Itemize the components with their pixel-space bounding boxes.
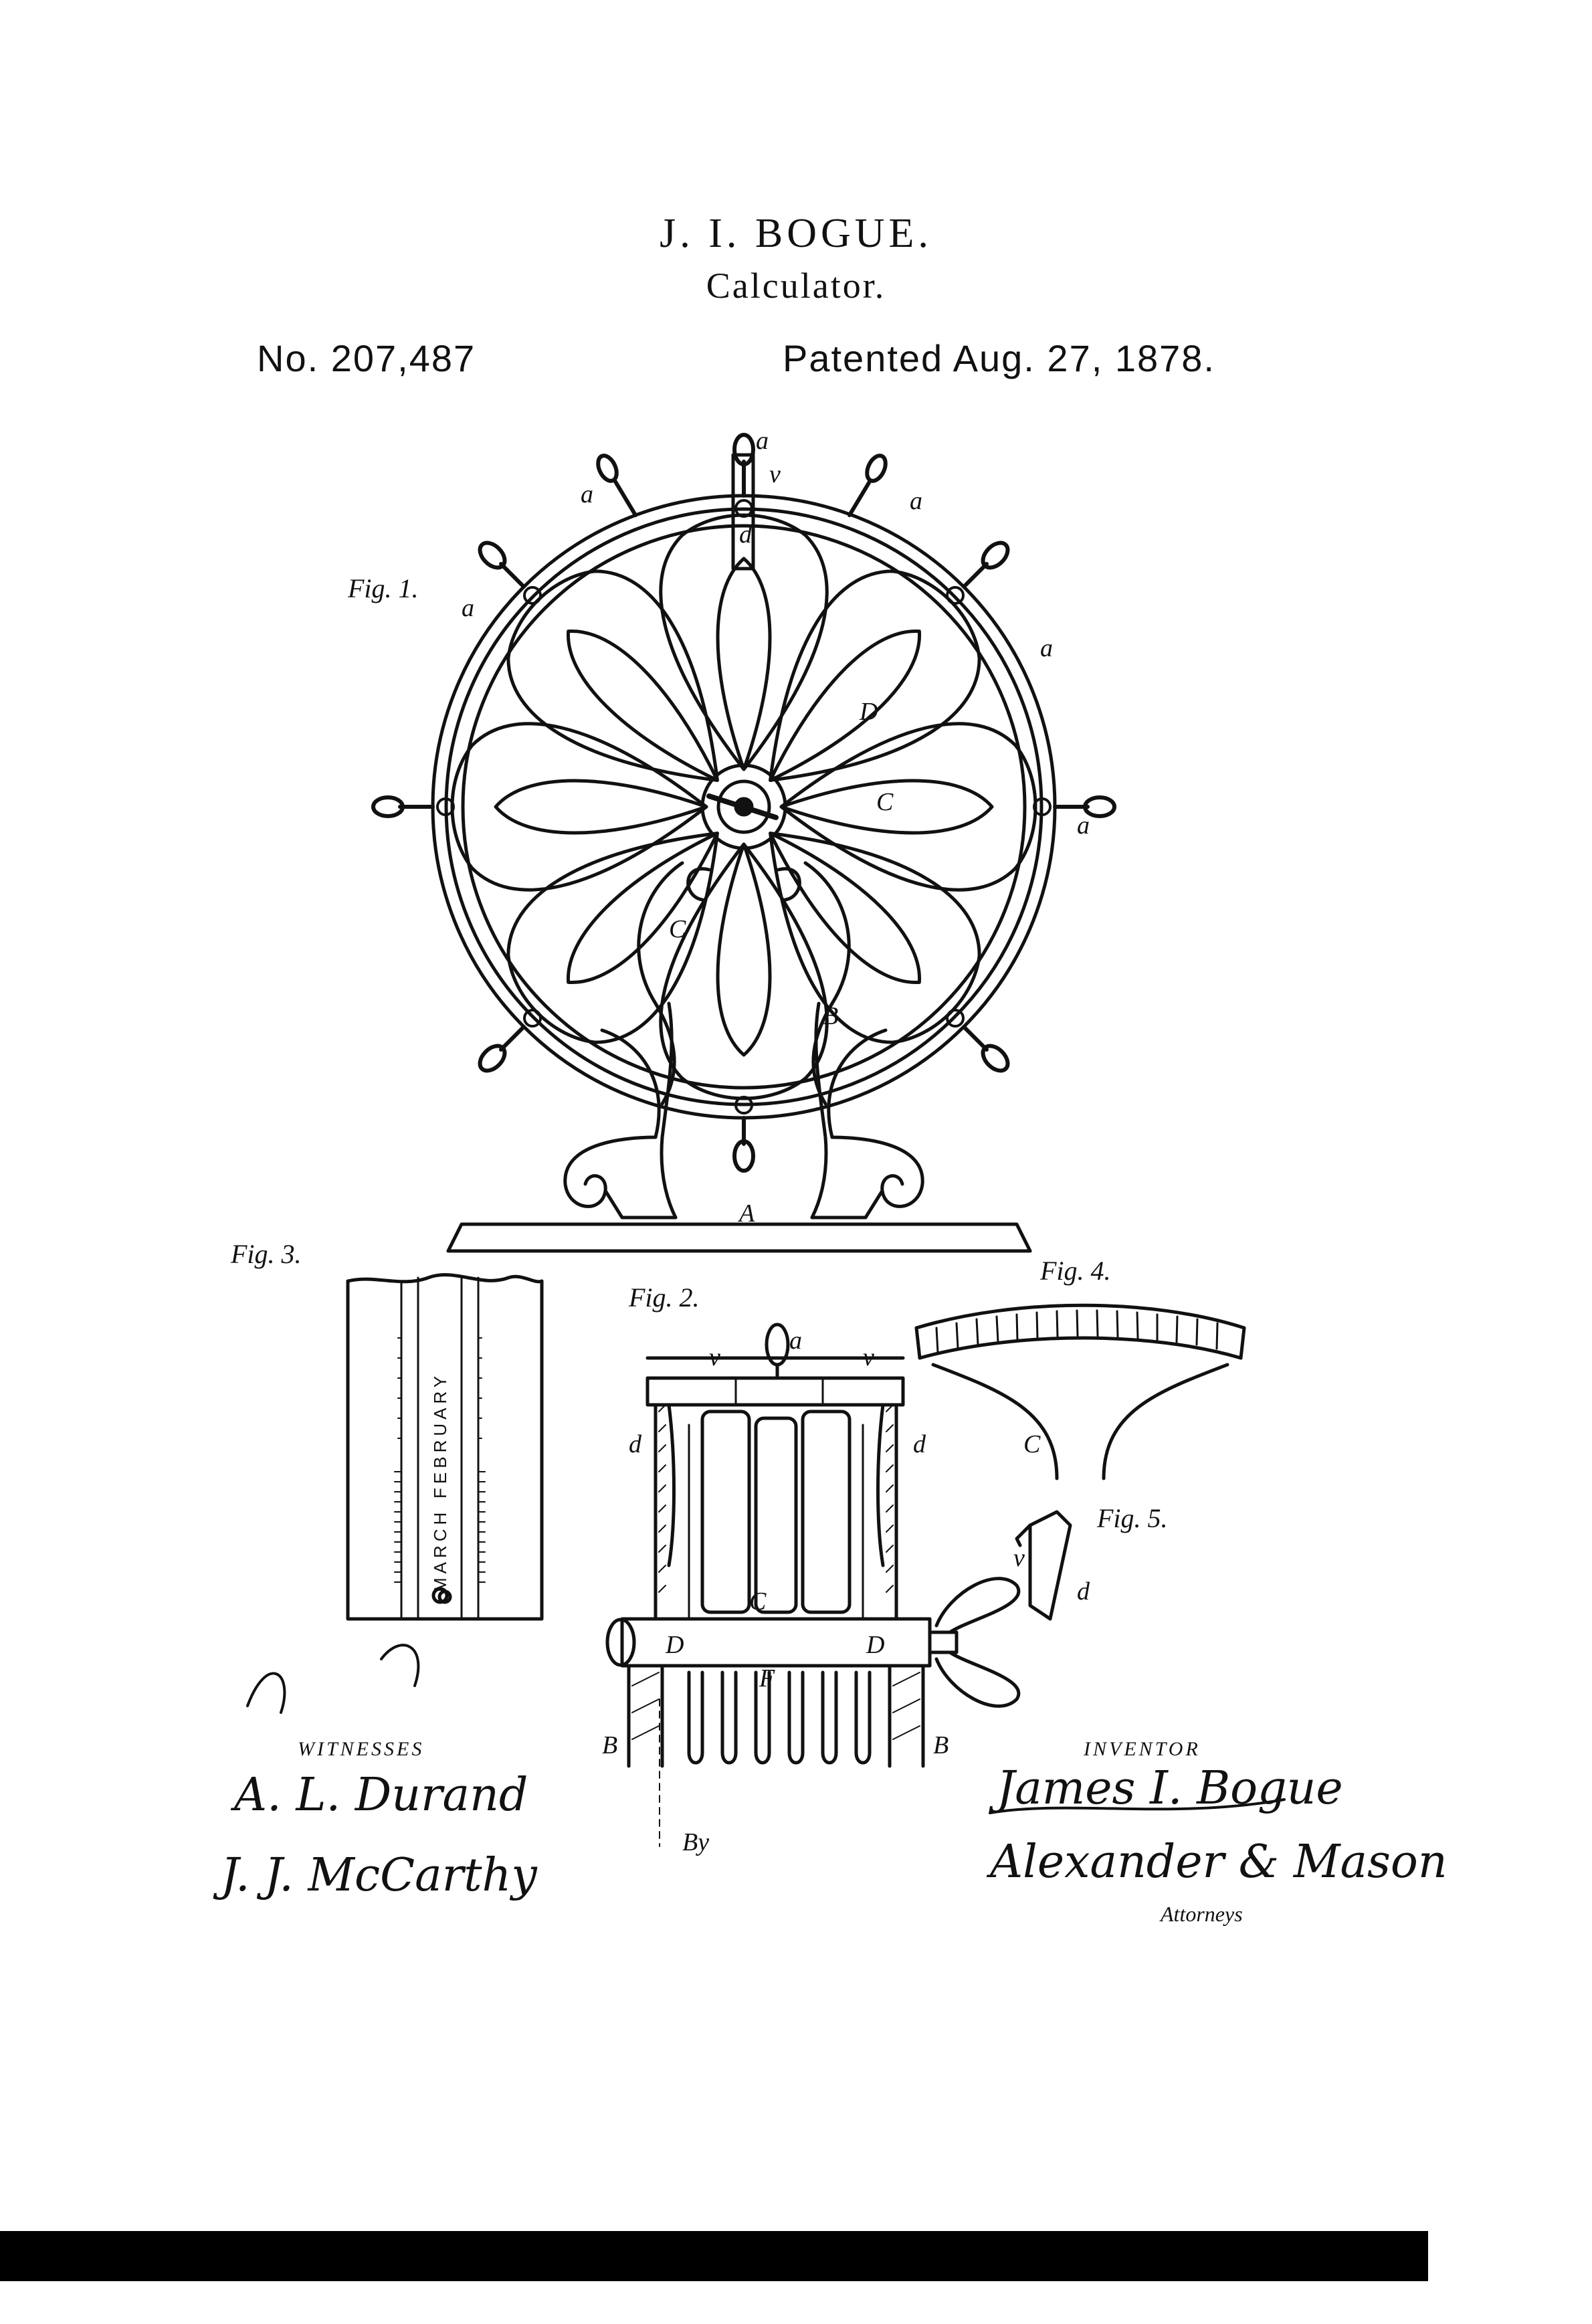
witness-signature-1: A. L. Durand: [234, 1769, 528, 1822]
ref-B-fig1: B: [823, 1002, 839, 1030]
ref-a-fig2: a: [789, 1327, 802, 1355]
fig2-label: Fig. 2.: [629, 1282, 700, 1313]
patent-date: Patented Aug. 27, 1878.: [783, 337, 1215, 379]
ref-B-fig2-left: B: [602, 1731, 618, 1759]
ref-a-far-right: a: [1077, 811, 1090, 840]
ref-C-stand: C: [669, 915, 686, 943]
ref-a-upper-left: a: [581, 480, 593, 508]
fig4-label: Fig. 4.: [1040, 1256, 1111, 1286]
inventor-name: J. I. BOGUE.: [660, 211, 932, 256]
inventor-signature: James I. Bogue: [997, 1762, 1343, 1815]
attorneys-label: Attorneys: [1161, 1902, 1243, 1926]
ref-C-fig2: C: [749, 1587, 767, 1616]
fig3-strip-drawing: [346, 1273, 544, 1621]
ref-v-fig1: v: [769, 460, 781, 488]
ref-B-fig2-right: B: [933, 1731, 949, 1759]
fig4-segment-drawing: [914, 1303, 1246, 1480]
ref-C-fig1: C: [876, 788, 894, 816]
fig3-label: Fig. 3.: [231, 1239, 302, 1269]
ref-C-fig4: C: [1023, 1430, 1041, 1458]
ref-d-fig5: d: [1077, 1577, 1090, 1606]
ref-a-right: a: [1040, 634, 1053, 662]
patent-number: No. 207,487: [257, 337, 476, 379]
by-label: By: [682, 1828, 710, 1856]
witness-signature-2: J. J. McCarthy: [221, 1849, 537, 1902]
ref-D-fig2-right: D: [866, 1631, 885, 1659]
ref-a-left: a: [462, 594, 474, 622]
ref-v-fig2-right: v: [863, 1343, 874, 1371]
ref-F-axle: F: [759, 1664, 775, 1692]
fig1-label: Fig. 1.: [348, 573, 419, 603]
ref-a-upper-right: a: [910, 487, 922, 515]
attorney-signature: Alexander & Mason: [990, 1836, 1448, 1889]
ref-A-base: A: [739, 1199, 755, 1228]
ref-d-fig2-left: d: [629, 1430, 641, 1458]
fig3-march-label: MARCH: [430, 1508, 450, 1592]
ref-D-fig2-left: D: [666, 1631, 684, 1659]
inventor-heading: INVENTOR: [1084, 1738, 1201, 1760]
fig1-wheel-drawing: [371, 433, 1116, 1253]
ref-a-top: a: [756, 427, 769, 455]
scan-border-bar: [0, 2231, 1428, 2281]
ref-d-fig2-right: d: [913, 1430, 926, 1458]
invention-title: Calculator.: [706, 266, 886, 306]
witnesses-heading: WITNESSES: [298, 1738, 425, 1760]
ref-d-fig1: d: [739, 520, 752, 549]
fig5-label: Fig. 5.: [1097, 1503, 1168, 1533]
fig5-arm-drawing: [1015, 1510, 1072, 1621]
ref-v-fig2-left: v: [709, 1343, 720, 1371]
ref-v-fig5: v: [1013, 1544, 1025, 1572]
fig2-section-drawing: [605, 1323, 1021, 1847]
fig3-february-label: FEBRUARY: [430, 1371, 450, 1498]
ref-D-fig1: D: [860, 698, 878, 726]
